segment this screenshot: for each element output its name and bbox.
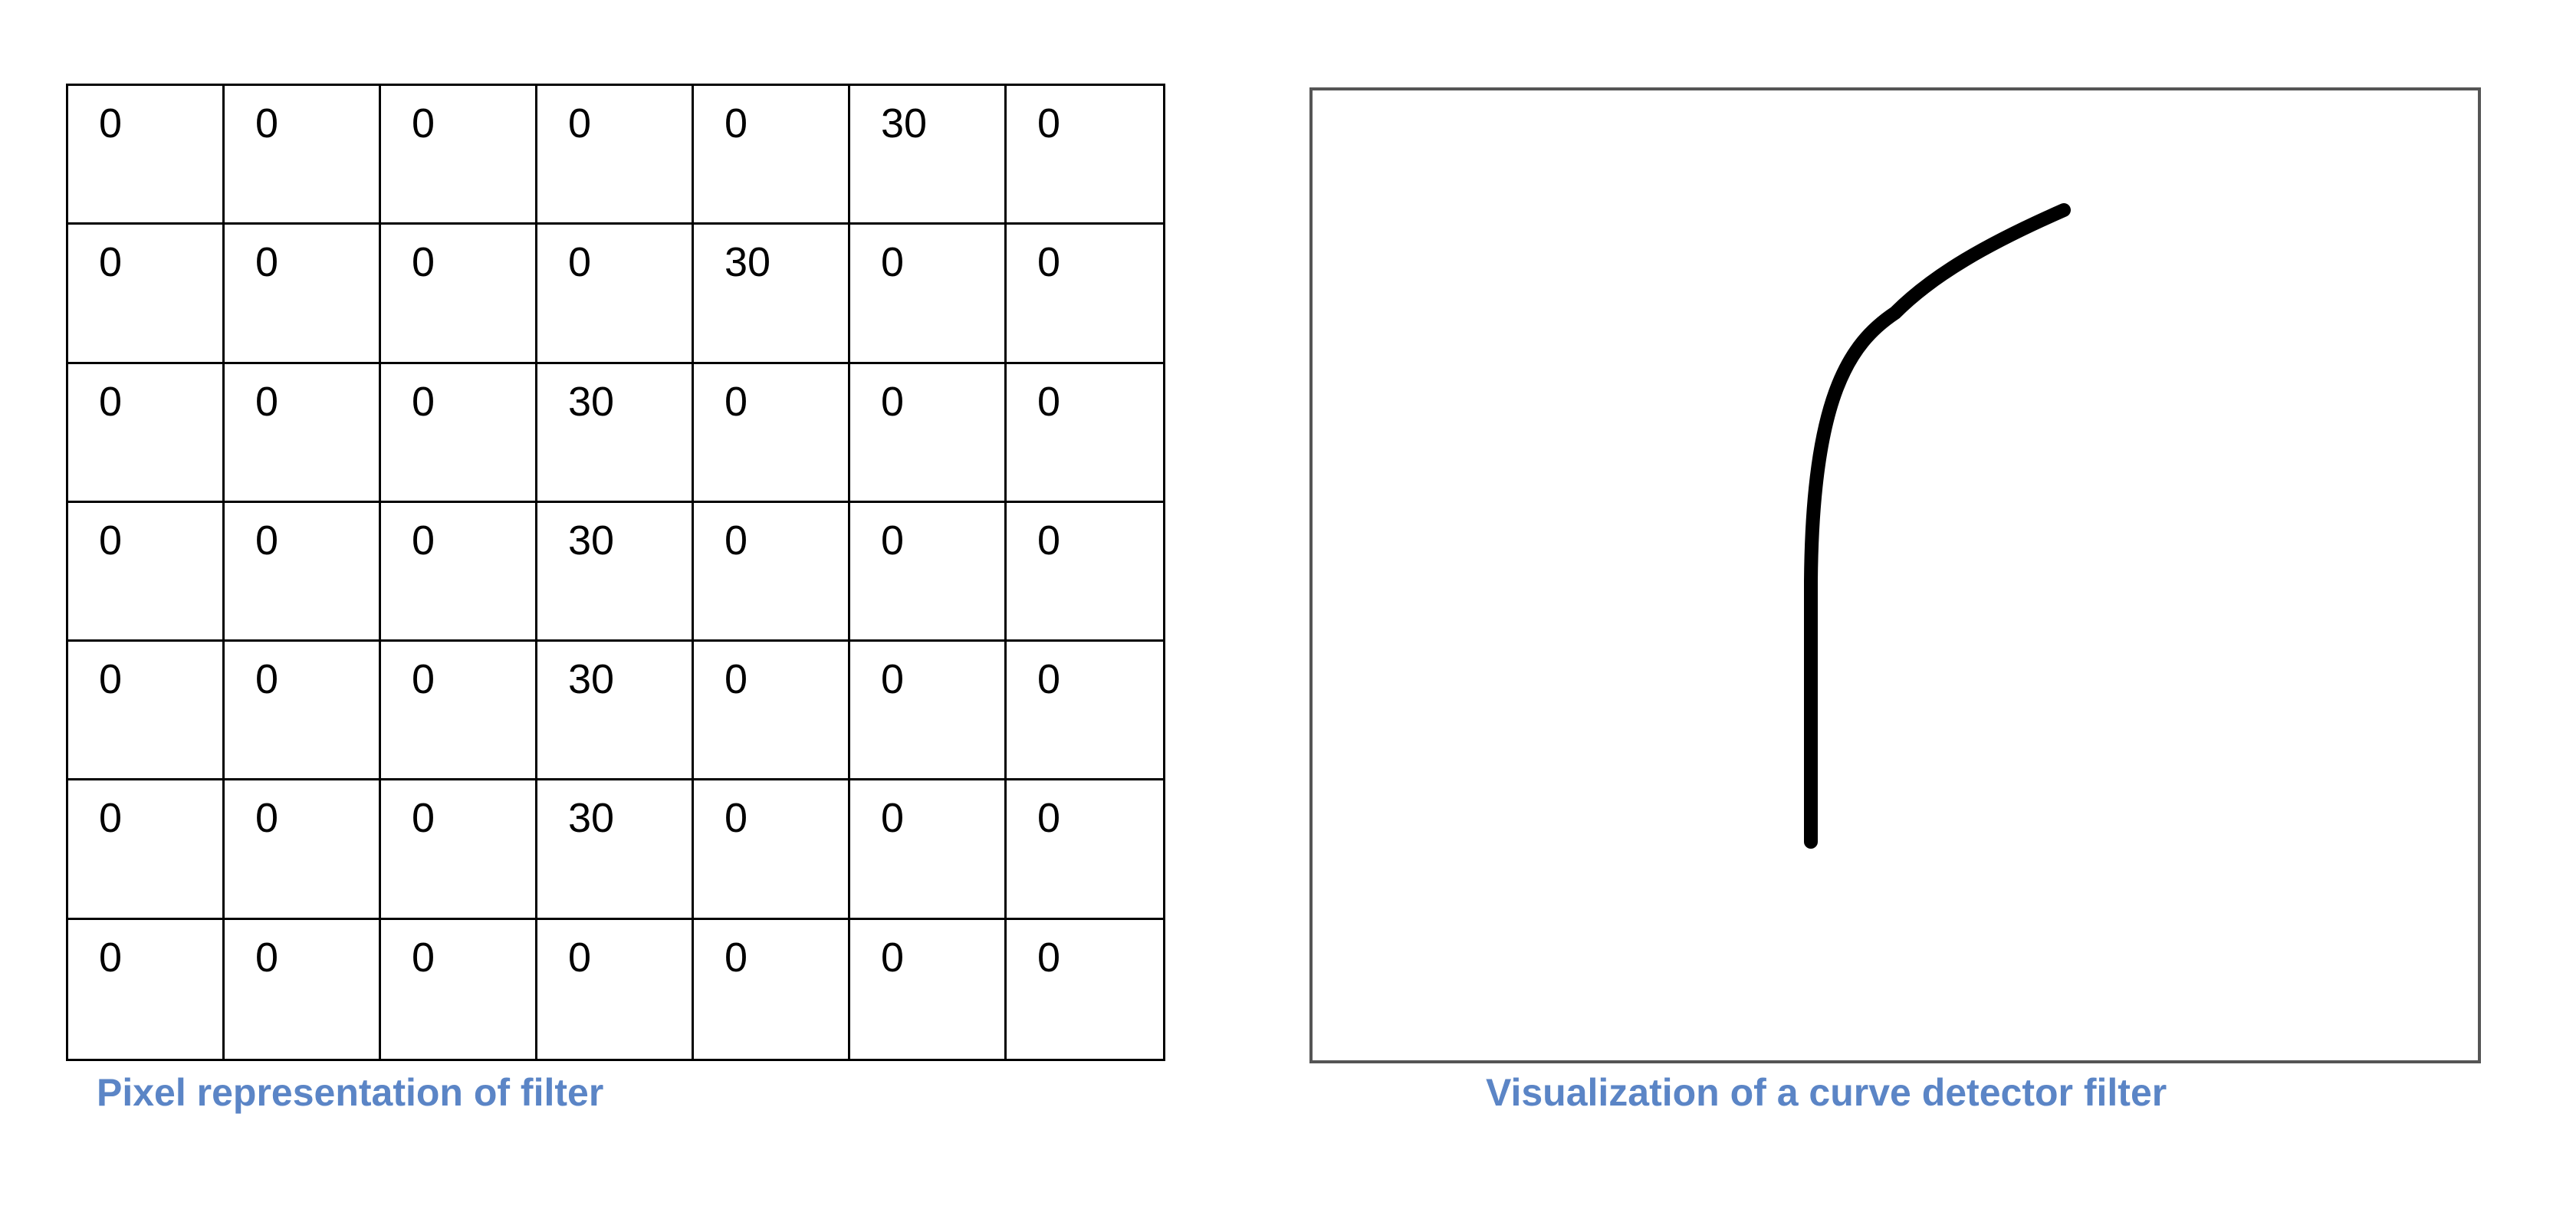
filter-cell: 30	[537, 502, 694, 642]
filter-cell: 0	[1007, 642, 1163, 781]
filter-cell: 0	[1007, 225, 1163, 364]
filter-cell: 30	[537, 363, 694, 503]
filter-cell: 0	[381, 919, 537, 1059]
filter-cell: 0	[68, 780, 225, 920]
filter-cell: 0	[694, 642, 850, 781]
filter-cell: 0	[537, 919, 694, 1059]
filter-cell: 30	[537, 780, 694, 920]
filter-cell: 0	[1007, 86, 1163, 225]
filter-cell: 0	[694, 363, 850, 503]
filter-cell: 0	[225, 502, 381, 642]
filter-cell: 0	[68, 363, 225, 503]
filter-cell: 0	[1037, 934, 1061, 981]
filter-cell: 0	[381, 225, 537, 364]
filter-cell: 0	[381, 363, 537, 503]
filter-cell: 0	[537, 225, 694, 364]
filter-cell: 0	[850, 363, 1007, 503]
filter-cell: 0	[850, 919, 1007, 1059]
filter-cell: 0	[381, 780, 537, 920]
filter-cell: 0	[225, 642, 381, 781]
visualization-caption: Visualization of a curve detector filter	[1486, 1071, 2167, 1114]
filter-cell: 0	[381, 86, 537, 225]
filter-cell: 0	[1007, 780, 1163, 920]
filter-cell: 0	[225, 919, 381, 1059]
filter-cell: 0	[1007, 503, 1163, 642]
filter-cell: 0	[381, 642, 537, 781]
curve-visualization-panel	[1309, 87, 2481, 1063]
filter-cell: 0	[381, 502, 537, 642]
filter-cell: 0	[225, 780, 381, 920]
filter-cell: 0	[694, 780, 850, 920]
filter-cell: 0	[850, 502, 1007, 642]
filter-cell: 0	[68, 642, 225, 781]
filter-cell: 0	[1007, 364, 1163, 503]
curve-visualization-svg	[1804, 203, 2071, 849]
curve-detector-stroke	[1804, 203, 2071, 849]
filter-cell: 0	[850, 225, 1007, 364]
filter-cell: 0	[68, 502, 225, 642]
filter-cell: 0	[537, 86, 694, 225]
filter-cell: 0	[68, 919, 225, 1059]
filter-cell: 0	[225, 363, 381, 503]
filter-cell: 0	[694, 86, 850, 225]
filter-cell: 0	[225, 86, 381, 225]
filter-cell: 0	[694, 502, 850, 642]
filter-cell: 0	[68, 86, 225, 225]
filter-cell: 30	[537, 642, 694, 781]
filter-cell: 0	[68, 225, 225, 364]
filter-cell: 0	[850, 780, 1007, 920]
filter-cell: 0	[694, 919, 850, 1059]
filter-cell: 0	[850, 642, 1007, 781]
filter-cell: 30	[694, 225, 850, 364]
filter-grid-caption: Pixel representation of filter	[97, 1071, 604, 1114]
filter-cell: 0	[225, 225, 381, 364]
filter-cell: 30	[850, 86, 1007, 225]
